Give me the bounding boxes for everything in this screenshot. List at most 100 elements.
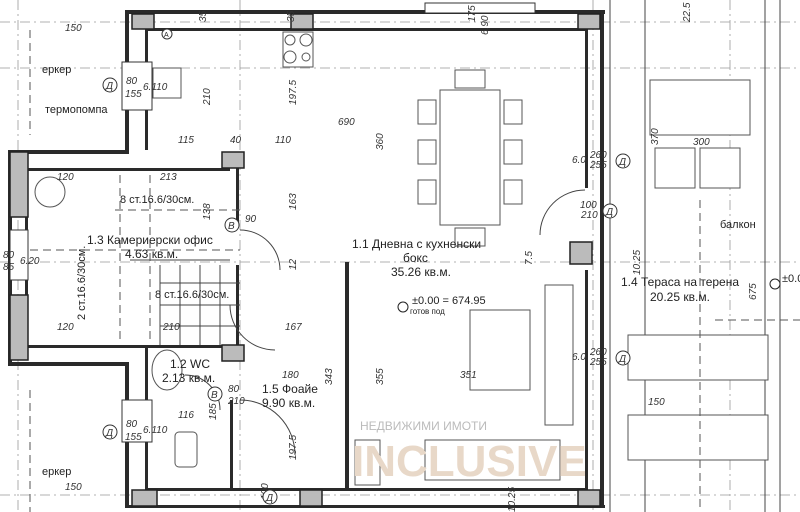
dimension: 370 <box>650 128 661 145</box>
dimension: 138 <box>202 203 213 220</box>
dimension: 12 <box>288 258 299 270</box>
column <box>299 489 323 507</box>
sofa <box>544 284 574 426</box>
door-tag-icon <box>615 153 631 169</box>
column <box>290 13 314 30</box>
heat-pump-label: термопомпа <box>45 104 108 116</box>
erker-label: еркер <box>42 64 71 76</box>
dimension: 85 <box>3 262 15 273</box>
dimension: 210 <box>162 322 180 333</box>
dimension: 120 <box>57 322 74 333</box>
room-name: 1.4 Тераса на терена <box>621 275 739 289</box>
dimension: 80 <box>3 250 15 261</box>
stairs <box>30 175 240 345</box>
dimension: 210 <box>580 210 598 221</box>
dimension: 22.5 <box>682 2 693 23</box>
level-label: ±0.00 = 674.95 <box>412 295 486 307</box>
dimension: 6.110 <box>143 82 168 93</box>
column <box>221 151 245 169</box>
erker-label: еркер <box>42 466 71 478</box>
dimension: 120 <box>57 172 74 183</box>
dimension: 10.25 <box>507 487 518 512</box>
door-tag: Д <box>105 428 113 439</box>
dimension: 155 <box>125 89 142 100</box>
annotations: еркер еркер термопомпа балкон 8 ст.16.6/… <box>42 64 800 478</box>
door-tag: В <box>228 221 235 232</box>
dimension: 90 <box>245 214 257 225</box>
room-area: 20.25 кв.м. <box>650 290 710 304</box>
balcony-label: балкон <box>720 219 756 231</box>
dimension: 197.5 <box>288 435 299 460</box>
dimension: 213 <box>159 172 177 183</box>
dimension: 6.20 <box>20 256 40 267</box>
stairs-label: 2 ст.16.6/30см. <box>76 246 88 320</box>
room-labels: 1.1 Дневна с кухненски бокс 35.26 кв.м. … <box>87 233 739 410</box>
dimension: 167 <box>285 322 302 333</box>
dimension: 6.0 <box>572 155 586 166</box>
door-tag: Д <box>105 81 113 92</box>
room-area: 4.63 кв.м. <box>125 247 178 261</box>
dimension: 197.5 <box>288 80 299 105</box>
dimension: 300 <box>693 137 710 148</box>
dimension: 175 <box>467 5 478 22</box>
furniture <box>29 30 800 512</box>
dimension: 110 <box>275 135 291 146</box>
level-label: ±0.0 <box>782 273 800 285</box>
door-tag: В <box>211 390 218 401</box>
column <box>9 151 29 218</box>
column <box>9 294 29 361</box>
door-tag: A <box>164 32 169 39</box>
dimension: 690 <box>338 117 355 128</box>
stairs-label: 8 ст.16.6/30см. <box>155 289 229 301</box>
room-name: 1.3 Камериерски офис <box>87 233 213 247</box>
dimension: 150 <box>648 397 665 408</box>
dimension: 150 <box>65 23 82 34</box>
dimension: 6.0 <box>572 352 586 363</box>
watermark-sub: НЕДВИЖИМИ ИМОТИ <box>360 419 487 433</box>
dimension: 260 <box>589 150 607 161</box>
stairs-label: 8 ст.16.6/30см. <box>120 194 194 206</box>
column <box>131 13 155 30</box>
door-tag: Д <box>618 354 626 365</box>
dimension: 6.110 <box>143 425 168 436</box>
level-marker-icon <box>769 278 781 290</box>
door-tags: Д Д В В Д Д Д Д A <box>102 28 631 505</box>
dimension: 675 <box>748 283 759 300</box>
door-tag-icon <box>602 203 618 219</box>
level-marker-icon <box>397 301 409 313</box>
door-tag: Д <box>605 207 613 218</box>
room-name: 1.2 WC <box>170 357 210 371</box>
room-area: 9.90 кв.м. <box>262 396 315 410</box>
dimension: 35 <box>286 10 297 22</box>
dimension: 255 <box>589 357 607 368</box>
dining-table <box>439 89 501 226</box>
door-tag: Д <box>618 157 626 168</box>
watermark: INCLUSIVE НЕДВИЖИМИ ИМОТИ <box>352 419 587 486</box>
dimension: 7.5 <box>524 251 535 265</box>
dimension: 260 <box>589 347 607 358</box>
dimension: 10.25 <box>632 250 643 275</box>
doors <box>184 189 586 456</box>
dimension: 185 <box>208 403 219 420</box>
dimension: 40 <box>230 135 242 146</box>
dimension: 180 <box>282 370 299 381</box>
dimensions: 150 35 35 175 6.90 22.5 80 155 6.110 210… <box>3 2 759 512</box>
door-tag-icon <box>161 28 173 40</box>
dimension: 255 <box>589 160 607 171</box>
column <box>131 489 158 507</box>
room-name: 1.1 Дневна с кухненски <box>352 237 481 251</box>
door-tag-icon <box>102 424 118 440</box>
column <box>577 489 601 507</box>
door-tag-icon <box>102 77 118 93</box>
dimension: 150 <box>65 482 82 493</box>
column <box>577 13 601 30</box>
dimension: 100 <box>580 200 597 211</box>
door-tag: Д <box>265 493 273 504</box>
watermark-logo: INCLUSIVE <box>352 437 587 486</box>
column <box>569 241 593 265</box>
dimension: 210 <box>227 396 245 407</box>
room-area: 35.26 кв.м. <box>391 265 451 279</box>
dimension: 35 <box>198 10 209 22</box>
dimension: 155 <box>125 432 142 443</box>
door-tag-icon <box>224 217 240 233</box>
